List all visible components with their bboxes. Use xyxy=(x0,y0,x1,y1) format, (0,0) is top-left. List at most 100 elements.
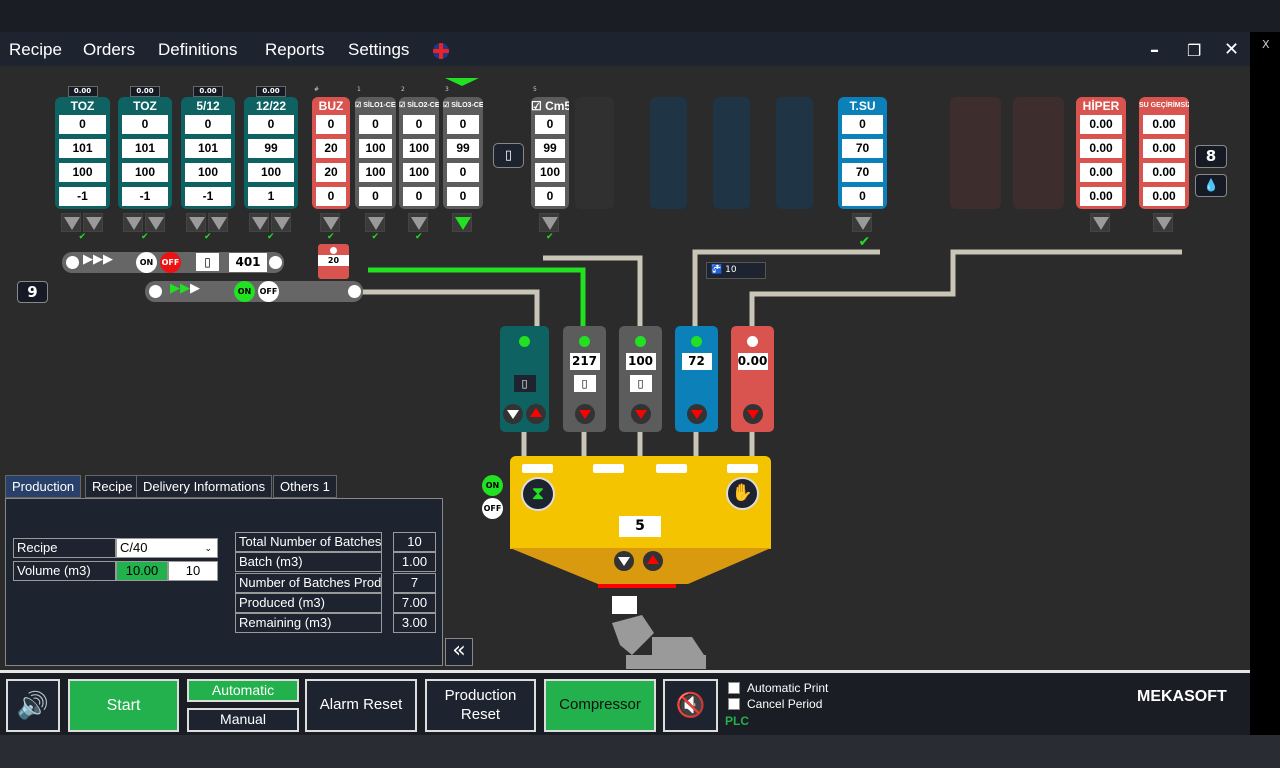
bin-value: 20 xyxy=(316,163,346,182)
vibrator-button[interactable]: ▯ xyxy=(493,143,524,168)
material-bin[interactable]: ☑ SİLO3-CEM209900 xyxy=(443,97,483,209)
automatic-button[interactable]: Automatic xyxy=(187,679,299,702)
gate-valve-icon[interactable] xyxy=(1153,213,1173,232)
mixer-open-button[interactable] xyxy=(643,551,663,571)
hopper-discharge-button[interactable] xyxy=(686,404,707,424)
bin-value: 99 xyxy=(248,139,294,158)
hopper-open-button[interactable] xyxy=(526,404,546,424)
tab-others-1[interactable]: Others 1 xyxy=(273,475,337,498)
check-icon: ✔ xyxy=(858,234,871,250)
bin-value: 70 xyxy=(842,139,883,158)
vibrator-icon[interactable]: ▯ xyxy=(513,375,536,392)
gate-valve-icon[interactable] xyxy=(82,213,103,232)
manual-button[interactable]: Manual xyxy=(187,708,299,732)
hourglass-icon[interactable]: ⧗ xyxy=(521,477,555,511)
production-reset-button[interactable]: Production Reset xyxy=(425,679,536,732)
material-bin[interactable]: ☑ SİLO1-CEM201001000 xyxy=(355,97,396,209)
menu-recipe[interactable]: Recipe xyxy=(9,40,62,59)
tap-icon: 🚰 xyxy=(711,265,723,275)
gate-valve-icon[interactable] xyxy=(320,213,340,232)
menu-settings[interactable]: Settings xyxy=(348,40,410,59)
speaker-button[interactable]: 🔊 xyxy=(6,679,60,732)
hopper-discharge-button[interactable] xyxy=(574,404,595,424)
stat-value: 7.00 xyxy=(393,592,436,613)
gate-valve-icon[interactable] xyxy=(60,213,81,232)
mixer-on-button[interactable]: ON xyxy=(482,475,503,496)
stat-label: Total Number of Batches xyxy=(235,532,382,552)
collapse-button[interactable]: « xyxy=(445,638,473,666)
gate-valve-icon[interactable] xyxy=(271,213,291,232)
gate-valve-icon[interactable] xyxy=(1090,213,1110,232)
bin-value: -1 xyxy=(122,187,168,206)
vibrator-icon[interactable]: ▯ xyxy=(629,375,652,392)
bin-title: T.SU xyxy=(849,99,876,113)
stat-value: 7 xyxy=(393,572,436,593)
tab-delivery-informations[interactable]: Delivery Informations xyxy=(136,475,273,498)
mixer-value: 5 xyxy=(619,516,661,537)
mixer-indicator xyxy=(593,464,624,473)
menu-definitions[interactable]: Definitions xyxy=(158,40,238,59)
start-button[interactable]: Start xyxy=(68,679,179,732)
bin-value: 0 xyxy=(316,115,346,134)
mixer-close-button[interactable] xyxy=(614,551,634,571)
menu-reports[interactable]: Reports xyxy=(265,40,325,59)
automatic-print-checkbox[interactable] xyxy=(728,682,740,694)
uk-flag-icon[interactable] xyxy=(433,43,449,59)
gate-valve-icon[interactable] xyxy=(208,213,228,232)
bin-value: 100 xyxy=(535,163,565,182)
title-band xyxy=(0,0,1280,32)
material-bin[interactable]: ☑ SİLO2-CEM201001000 xyxy=(399,97,439,209)
conveyor2-off-button[interactable]: OFF xyxy=(258,281,279,302)
bin-value: 0 xyxy=(59,115,106,134)
hopper-discharge-button[interactable] xyxy=(742,404,763,424)
stat-label: Produced (m3) xyxy=(235,592,382,613)
outer-close-button[interactable]: X xyxy=(1262,38,1270,51)
gate-valve-icon[interactable] xyxy=(364,213,385,232)
gate-valve-icon[interactable] xyxy=(249,213,269,232)
mixer-funnel xyxy=(510,548,771,588)
alarm-reset-button[interactable]: Alarm Reset xyxy=(305,679,417,732)
gate-valve-icon[interactable] xyxy=(452,213,472,232)
hopper-discharge-button[interactable] xyxy=(630,404,651,424)
mute-button[interactable]: 🔇 xyxy=(663,679,718,732)
gate-valve-icon[interactable] xyxy=(145,213,165,232)
conveyor2-on-button[interactable]: ON xyxy=(234,281,255,302)
menu-orders[interactable]: Orders xyxy=(83,40,135,59)
discharge-indicator xyxy=(612,596,637,614)
close-button[interactable]: ✕ xyxy=(1224,39,1240,60)
gate-valve-icon[interactable] xyxy=(186,213,206,232)
mixer-off-button[interactable]: OFF xyxy=(482,498,503,519)
recipe-select[interactable]: C/40⌄ xyxy=(116,538,218,558)
bin-value: 100 xyxy=(59,163,106,182)
compressor-button[interactable]: Compressor xyxy=(544,679,656,732)
cancel-period-checkbox[interactable] xyxy=(728,698,740,710)
conveyor1-off-button[interactable]: OFF xyxy=(160,252,181,273)
stop-hand-icon[interactable]: ✋ xyxy=(726,477,759,510)
volume-input[interactable]: 10 xyxy=(168,561,218,581)
bin-index: 1 xyxy=(357,86,361,93)
gate-valve-icon[interactable] xyxy=(539,213,559,232)
hopper-close-button[interactable] xyxy=(503,404,523,424)
gate-valve-icon[interactable] xyxy=(408,213,428,232)
conveyor1-on-button[interactable]: ON xyxy=(136,252,157,273)
restore-button[interactable]: ❐ xyxy=(1187,41,1202,60)
tab-recipe[interactable]: Recipe xyxy=(85,475,140,498)
vibrator-icon[interactable]: ▯ xyxy=(196,253,219,271)
vibrator-icon[interactable]: ▯ xyxy=(573,375,596,392)
gate-valve-icon[interactable] xyxy=(851,213,872,232)
minimize-button[interactable]: – xyxy=(1150,40,1159,61)
tab-production[interactable]: Production xyxy=(5,475,82,498)
gate-valve-icon[interactable] xyxy=(123,213,143,232)
bin-value: 100 xyxy=(248,163,294,182)
water-drops-icon[interactable]: 💧 xyxy=(1195,174,1227,197)
check-icon: ✔ xyxy=(327,232,335,242)
